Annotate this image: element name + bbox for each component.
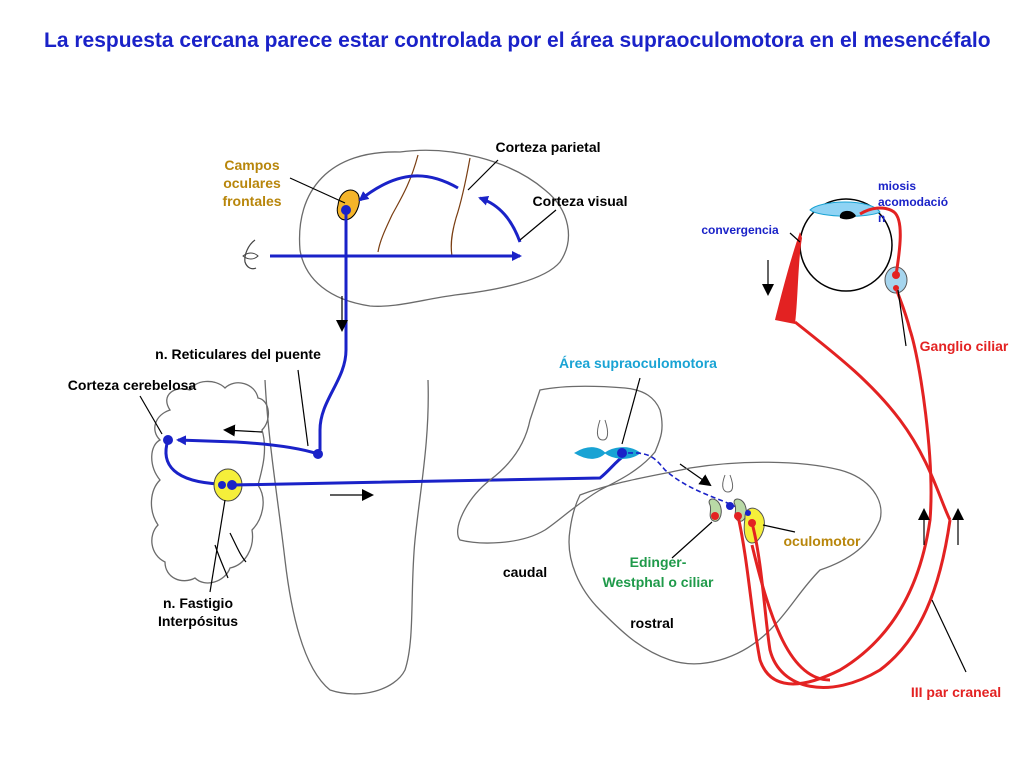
leader-cortex — [139, 395, 163, 435]
label-campos-1: Campos — [224, 157, 279, 173]
label-campos-3: frontales — [222, 193, 281, 209]
aqueduct-rostral — [722, 474, 734, 493]
aqueduct — [596, 419, 609, 441]
oculomotor-neuron-2 — [745, 510, 751, 516]
brain-outline — [298, 149, 570, 307]
supraoculomotor-neuron — [617, 448, 627, 458]
leader-supra — [621, 377, 641, 445]
label-area-supra: Área supraoculomotora — [559, 355, 717, 371]
label-fastigio-1: n. Fastigio — [163, 595, 233, 611]
label-acomodacion-1: acomodació — [878, 195, 948, 209]
visual-to-parietal-arrow — [478, 195, 522, 243]
central-sulcus — [377, 154, 419, 253]
leader-iii-par — [931, 599, 967, 673]
label-ganglio-ciliar: Ganglio ciliar — [920, 338, 1009, 354]
oculomotor-to-rectus-nerve — [750, 519, 952, 689]
leader-parietal — [467, 159, 499, 191]
cerebellum-fold-2 — [214, 544, 229, 579]
label-edinger-2: Westphal o ciliar — [603, 574, 715, 590]
edinger-neuron-3 — [726, 502, 734, 510]
pupil-lens — [839, 210, 856, 220]
leader-convergencia — [789, 232, 801, 243]
label-oculomotor: oculomotor — [784, 533, 862, 549]
label-rostral: rostral — [630, 615, 674, 631]
fastigial-neuron-1 — [218, 481, 226, 489]
edinger-neuron-1 — [711, 512, 719, 520]
parietal-to-fef-arrow — [358, 174, 459, 202]
leader-edinger — [671, 521, 713, 559]
cerebellum-outline — [150, 380, 269, 584]
midbrain-rostral-outline — [568, 461, 882, 665]
arrow-diagonal — [679, 463, 712, 487]
leader-oculomotor — [762, 524, 796, 533]
rectus-return-nerve — [750, 544, 831, 682]
fastigial-to-midbrain-tract — [231, 453, 626, 487]
label-corteza-parietal: Corteza parietal — [495, 139, 600, 155]
ciliary-to-eye-nerve — [859, 206, 902, 276]
label-corteza-cerebelosa: Corteza cerebelosa — [68, 377, 197, 393]
supra-to-edinger-tract — [627, 452, 739, 509]
rectus-supply-nerve — [794, 320, 952, 521]
arrow-left — [223, 424, 263, 437]
oculomotor-to-ciliary-nerve — [736, 287, 933, 686]
cortex-to-fastigial-tract — [164, 439, 221, 486]
fef-descending-tract — [318, 210, 348, 450]
label-acomodacion-2: n — [878, 211, 885, 225]
label-corteza-visual: Corteza visual — [533, 193, 628, 209]
leader-fastigio — [209, 499, 226, 593]
leader-ganglio — [897, 289, 907, 347]
brainstem-outline — [264, 379, 429, 695]
label-miosis: miosis — [878, 179, 916, 193]
frontal-eye-field — [336, 189, 360, 221]
label-convergencia: convergencia — [701, 223, 779, 237]
leader-reticular — [297, 369, 309, 447]
label-edinger-1: Edinger- — [630, 554, 687, 570]
leader-visual — [519, 209, 557, 241]
label-iii-par: III par craneal — [911, 684, 1001, 700]
label-reticulares: n. Reticulares del puente — [155, 346, 321, 362]
face-eye-icon — [242, 252, 259, 260]
face-profile — [244, 239, 257, 270]
label-campos-2: oculares — [223, 175, 281, 191]
leader-fef — [289, 177, 346, 204]
reticular-to-cortex-tract — [176, 435, 319, 456]
medial-rectus — [775, 232, 802, 324]
slide-title: La respuesta cercana parece estar contro… — [44, 29, 991, 52]
label-fastigio-2: Interpósitus — [158, 613, 238, 629]
parieto-occipital-sulcus — [450, 157, 471, 257]
label-caudal: caudal — [503, 564, 547, 580]
cerebellum-fold-1 — [229, 532, 247, 563]
